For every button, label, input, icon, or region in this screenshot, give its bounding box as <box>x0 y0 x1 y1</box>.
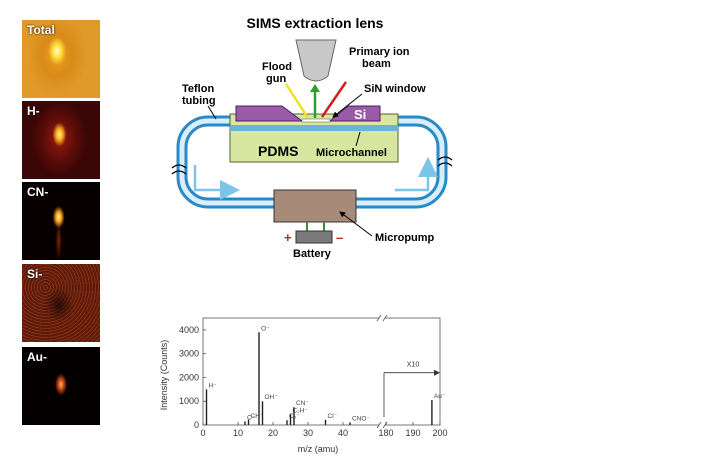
x-tick-label: 0 <box>200 428 205 438</box>
axis-break-bottom-mask <box>379 422 385 428</box>
x-tick-label: 10 <box>233 428 243 438</box>
panel-label: CN- <box>27 185 49 199</box>
sin-window-label: SiN window <box>364 83 426 95</box>
diagram-title: SIMS extraction lens <box>247 15 384 31</box>
primary-ion-label-1: Primary ion <box>349 46 410 58</box>
micropump-label: Micropump <box>375 232 435 244</box>
y-tick-label: 4000 <box>179 325 199 335</box>
peak-label: O⁻ <box>261 325 270 332</box>
scale-arrow-head <box>434 369 440 376</box>
device-schematic: SIMS extraction lens Flood gun Primary i… <box>171 15 453 260</box>
peak-label: Cl⁻ <box>328 413 338 420</box>
x-tick-label: 190 <box>405 428 420 438</box>
panel-label: Si- <box>27 267 43 281</box>
scale-annotation: X10 <box>407 362 420 369</box>
micropump <box>273 189 357 223</box>
flood-gun-label-2: gun <box>266 73 286 85</box>
peak-label: H⁻ <box>209 382 217 389</box>
x-tick-label: 30 <box>303 428 313 438</box>
microchannel <box>230 125 398 131</box>
battery-plus: + <box>284 230 292 245</box>
microchannel-label: Microchannel <box>316 147 387 159</box>
panel-label: H- <box>27 104 40 118</box>
y-tick-label: 2000 <box>179 372 199 382</box>
axis-break-top-mask <box>379 315 385 321</box>
axis-break-mark <box>376 314 382 322</box>
x-tick-label: 20 <box>268 428 278 438</box>
y-tick-label: 0 <box>194 420 199 430</box>
battery-minus: – <box>336 230 343 245</box>
primary-ion-label-2: beam <box>362 58 391 70</box>
axis-break-mark <box>376 421 382 429</box>
peak-label: OH⁻ <box>265 394 278 401</box>
peak-label: CNO⁻ <box>352 415 370 422</box>
panel-label: Au- <box>27 350 47 364</box>
flood-gun-label-1: Flood <box>262 61 292 73</box>
image-panel-total: Total <box>22 20 100 98</box>
flow-arrow-left <box>193 165 240 200</box>
battery <box>295 230 333 244</box>
sin-window-shape <box>301 118 331 123</box>
image-panel-au: Au- <box>22 347 100 425</box>
image-panel-si: Si- <box>22 264 100 342</box>
si-label: Si <box>354 107 366 122</box>
peak-label: CN⁻ <box>296 400 309 407</box>
teflon-label-2: tubing <box>182 95 216 107</box>
peak-label: C₂H⁻ <box>293 407 308 414</box>
battery-label: Battery <box>293 248 332 260</box>
x-tick-label: 180 <box>378 428 393 438</box>
axis-break-mark <box>382 314 388 322</box>
y-tick-label: 3000 <box>179 349 199 359</box>
x-tick-label: 40 <box>338 428 348 438</box>
peak-label: Au⁻ <box>434 393 445 400</box>
image-panel-h: H- <box>22 101 100 179</box>
si-left <box>235 105 304 122</box>
pdms-label: PDMS <box>258 143 298 159</box>
plot-frame <box>202 317 441 426</box>
mass-spectrum-chart: Intensity (Counts) m/z (amu) 01000200030… <box>159 314 448 454</box>
x-axis-label: m/z (amu) <box>298 444 339 454</box>
image-panel-cn: CN- <box>22 182 100 260</box>
y-axis-label: Intensity (Counts) <box>159 340 169 411</box>
peak-label: CH⁻ <box>251 413 264 420</box>
flood-gun-beam <box>284 83 310 119</box>
teflon-label-1: Teflon <box>182 83 214 95</box>
y-tick-label: 1000 <box>179 396 199 406</box>
primary-ion-beam <box>320 81 348 118</box>
extraction-lens <box>295 39 337 82</box>
x-tick-label: 200 <box>432 428 447 438</box>
peak-label: C⁻ <box>247 414 255 421</box>
flow-arrow-right <box>395 157 438 192</box>
panel-label: Total <box>27 23 55 37</box>
